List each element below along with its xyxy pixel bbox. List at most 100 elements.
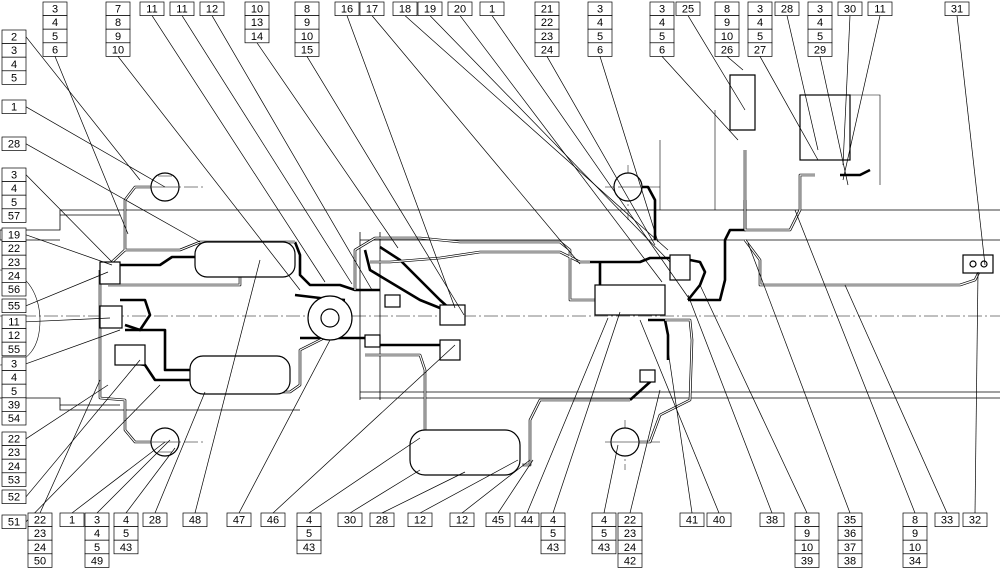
callout-box bbox=[774, 1, 800, 16]
callout-box bbox=[675, 1, 701, 16]
callout-number: 43 bbox=[120, 542, 132, 554]
callout-stack-bot-z: 32 bbox=[962, 512, 988, 527]
callout-box bbox=[417, 1, 443, 16]
callout-box bbox=[1, 411, 27, 426]
leader-line bbox=[526, 317, 609, 514]
callout-box bbox=[479, 1, 505, 16]
leader-line bbox=[726, 56, 744, 71]
leader-line bbox=[256, 42, 399, 249]
callout-box bbox=[337, 512, 363, 527]
leader-line bbox=[459, 15, 663, 283]
callout-number: 6 bbox=[659, 44, 665, 56]
callout-stack-bot-e: 28 bbox=[142, 512, 168, 527]
valve-block-left bbox=[99, 261, 121, 285]
callout-stack-left-b: 1 bbox=[1, 99, 27, 114]
callout-number: 24 bbox=[541, 44, 553, 56]
callout-number: 4 bbox=[597, 17, 603, 29]
callout-number: 22 bbox=[34, 515, 46, 527]
leader-line bbox=[759, 56, 819, 161]
callout-box bbox=[169, 1, 195, 16]
callout-number: 3 bbox=[52, 4, 58, 16]
callout-number: 5 bbox=[659, 31, 665, 43]
callout-number: 5 bbox=[11, 72, 17, 84]
callout-number: 27 bbox=[754, 44, 766, 56]
leader-line bbox=[491, 15, 691, 301]
callout-box bbox=[591, 539, 617, 555]
callout-number: 43 bbox=[303, 542, 315, 554]
callout-number: 4 bbox=[11, 59, 17, 71]
callout-number: 47 bbox=[233, 515, 245, 527]
callout-box bbox=[244, 28, 270, 44]
callout-box bbox=[84, 553, 110, 568]
callout-number: 7 bbox=[115, 4, 121, 16]
leader-line bbox=[419, 459, 519, 514]
leader-line bbox=[25, 317, 111, 323]
callout-number: 24 bbox=[8, 270, 20, 282]
callout-number: 5 bbox=[123, 528, 129, 540]
valve-block-left-lower bbox=[99, 305, 123, 329]
callout-box bbox=[113, 539, 139, 555]
callout-number: 4 bbox=[123, 515, 129, 527]
callout-box bbox=[485, 512, 511, 527]
callout-stack-bot-t: 40 bbox=[706, 512, 732, 527]
callout-number: 8 bbox=[724, 4, 730, 16]
callout-box bbox=[1, 70, 27, 85]
callout-number: 5 bbox=[306, 528, 312, 540]
callout-box bbox=[226, 512, 252, 527]
callout-number: 3 bbox=[817, 4, 823, 16]
callout-number: 5 bbox=[94, 542, 100, 554]
callout-number: 12 bbox=[206, 4, 218, 16]
callout-box bbox=[714, 42, 740, 57]
callout-number: 57 bbox=[8, 210, 20, 222]
air-tank-lower-left bbox=[189, 355, 291, 395]
callout-number: 13 bbox=[251, 17, 263, 29]
leader-line bbox=[603, 444, 619, 514]
leader-line bbox=[546, 56, 656, 246]
callout-number: 14 bbox=[251, 31, 263, 43]
callout-number: 10 bbox=[112, 44, 124, 56]
leader-line bbox=[25, 36, 141, 181]
callout-box bbox=[514, 512, 540, 527]
callout-box bbox=[534, 42, 560, 57]
callout-number: 39 bbox=[8, 399, 20, 411]
callout-number: 5 bbox=[550, 528, 556, 540]
callout-stack-top-t: 28 bbox=[774, 1, 800, 16]
leader-line bbox=[125, 447, 176, 514]
leader-line bbox=[842, 15, 851, 166]
leader-line bbox=[687, 294, 773, 514]
callout-box bbox=[296, 539, 322, 555]
leader-line bbox=[461, 459, 531, 514]
callout-number: 16 bbox=[341, 4, 353, 16]
callout-number: 4 bbox=[757, 17, 763, 29]
callout-box bbox=[42, 42, 68, 57]
valve-block-center bbox=[594, 284, 666, 316]
callout-number: 28 bbox=[376, 515, 388, 527]
callout-number: 3 bbox=[757, 4, 763, 16]
callout-box bbox=[837, 553, 863, 568]
leader-line bbox=[794, 209, 916, 514]
leader-line bbox=[25, 384, 161, 523]
callout-box bbox=[359, 1, 385, 16]
callout-stack-top-m: 1 bbox=[479, 1, 505, 16]
callout-number: 39 bbox=[801, 555, 813, 567]
callout-box bbox=[617, 553, 643, 568]
leader-line bbox=[629, 389, 661, 514]
leader-line bbox=[25, 359, 141, 498]
callout-number: 4 bbox=[550, 515, 556, 527]
callout-number: 9 bbox=[724, 17, 730, 29]
leader-lines bbox=[25, 15, 986, 523]
leader-line bbox=[272, 344, 456, 514]
callout-stack-bot-s: 41 bbox=[679, 512, 705, 527]
callout-box bbox=[902, 553, 928, 568]
callout-number: 49 bbox=[91, 555, 103, 567]
callout-box bbox=[759, 512, 785, 527]
